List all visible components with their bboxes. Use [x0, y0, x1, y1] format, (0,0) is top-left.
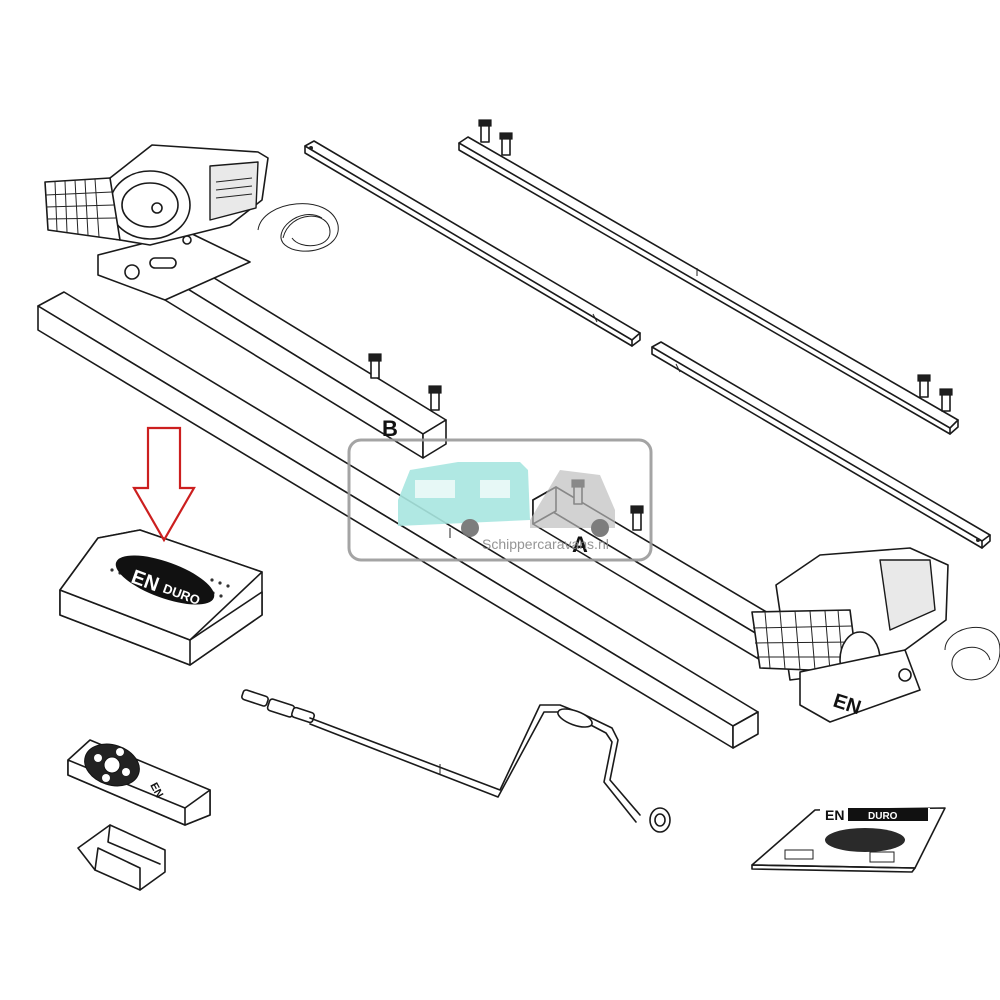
control-unit: EN DURO: [59, 529, 263, 666]
watermark-text: Schippercaravans.nl: [482, 536, 609, 552]
crank-handle: [241, 689, 671, 833]
motor-unit-b: B: [44, 144, 447, 459]
manual-duro: DURO: [868, 811, 898, 822]
cable-coil-a: [944, 626, 1000, 681]
mounting-bolt: [478, 119, 953, 412]
cable-coil: [257, 203, 339, 252]
label-a: A: [572, 532, 588, 557]
cross-tube-split: [304, 140, 991, 549]
drive-roller: [44, 177, 121, 241]
caravan-icon: [398, 462, 615, 537]
cross-tube-long-right: [458, 119, 959, 435]
manual-booklet: EN DURO: [751, 807, 946, 873]
label-b: B: [382, 416, 398, 441]
down-arrow-icon: [132, 426, 196, 543]
manual-brand: EN: [825, 807, 844, 823]
watermark: Schippercaravans.nl: [347, 438, 653, 562]
remote-control: EN: [67, 739, 211, 826]
remote-holder: [77, 824, 166, 891]
